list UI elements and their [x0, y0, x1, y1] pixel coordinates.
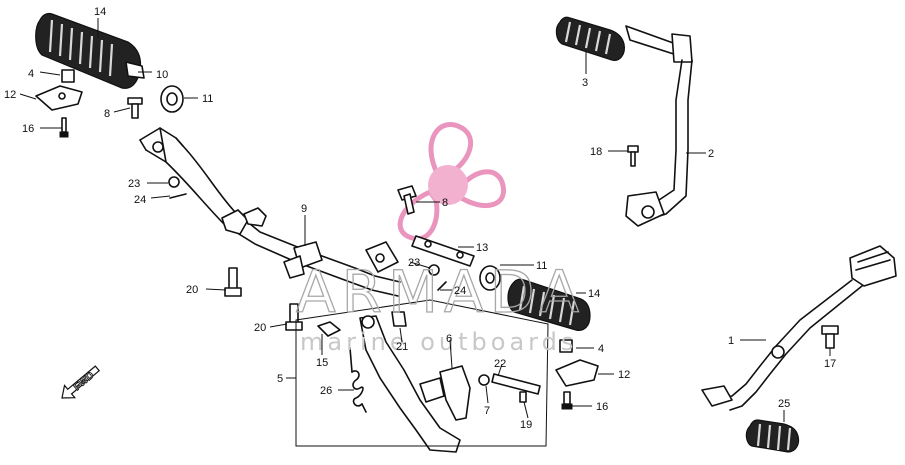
- callout-8-left: 8: [104, 108, 110, 120]
- watermark-propeller-logo: [397, 122, 506, 242]
- callout-3: 3: [582, 77, 588, 89]
- callout-11-center: 11: [536, 260, 547, 272]
- brake-pedal-assembly: [295, 299, 549, 453]
- callout-20-upper: 20: [186, 284, 198, 296]
- callout-20-lower: 20: [254, 322, 266, 334]
- callout-12-left: 12: [4, 89, 16, 101]
- footpeg-rubber-left: [35, 12, 145, 89]
- callout-26: 26: [320, 385, 332, 397]
- callout-2: 2: [708, 148, 714, 160]
- callout-11-left: 11: [202, 93, 213, 105]
- callout-8-center: 8: [442, 197, 448, 209]
- callout-16-left: 16: [22, 123, 34, 135]
- watermark: ARMADA marine outboards: [295, 257, 585, 356]
- callout-25: 25: [778, 398, 790, 410]
- callout-12-right: 12: [618, 369, 630, 381]
- callout-14-left: 14: [94, 6, 106, 18]
- callout-13: 13: [476, 242, 488, 254]
- callout-22: 22: [494, 358, 506, 370]
- kickstarter-arm: [555, 16, 693, 227]
- left-small-parts: [35, 69, 303, 331]
- callout-5: 5: [277, 373, 283, 385]
- callout-numbers: 14 4 10 12 11 8 16 23 24 9 20 20 15 5 26…: [4, 6, 836, 431]
- callout-17: 17: [824, 358, 836, 370]
- forward-direction-arrow: FWD: [61, 365, 101, 399]
- callout-1: 1: [728, 335, 734, 347]
- callout-19: 19: [520, 419, 532, 431]
- leader-lines: [19, 18, 831, 422]
- callout-21: 21: [396, 341, 408, 353]
- callout-6: 6: [446, 333, 452, 345]
- center-parts: [397, 185, 501, 291]
- footpeg-rubber-right: [507, 278, 599, 410]
- callout-16-right: 16: [596, 401, 608, 413]
- callout-24-center: 24: [454, 285, 466, 297]
- callout-23-left: 23: [128, 178, 140, 190]
- callout-4-right: 4: [598, 343, 604, 355]
- callout-24-left: 24: [134, 194, 146, 206]
- callout-23-center: 23: [408, 257, 420, 269]
- watermark-tagline: marine outboards: [300, 328, 577, 356]
- callout-14-right: 14: [588, 288, 600, 300]
- callout-4-left: 4: [28, 68, 34, 80]
- callout-7: 7: [484, 405, 490, 417]
- watermark-brand: ARMADA: [296, 258, 585, 326]
- callout-18: 18: [590, 146, 602, 158]
- callout-15: 15: [316, 357, 328, 369]
- callout-10: 10: [156, 69, 168, 81]
- footpeg-bar: [139, 127, 401, 297]
- callout-9: 9: [301, 203, 307, 215]
- gear-shift-pedal: [701, 245, 897, 453]
